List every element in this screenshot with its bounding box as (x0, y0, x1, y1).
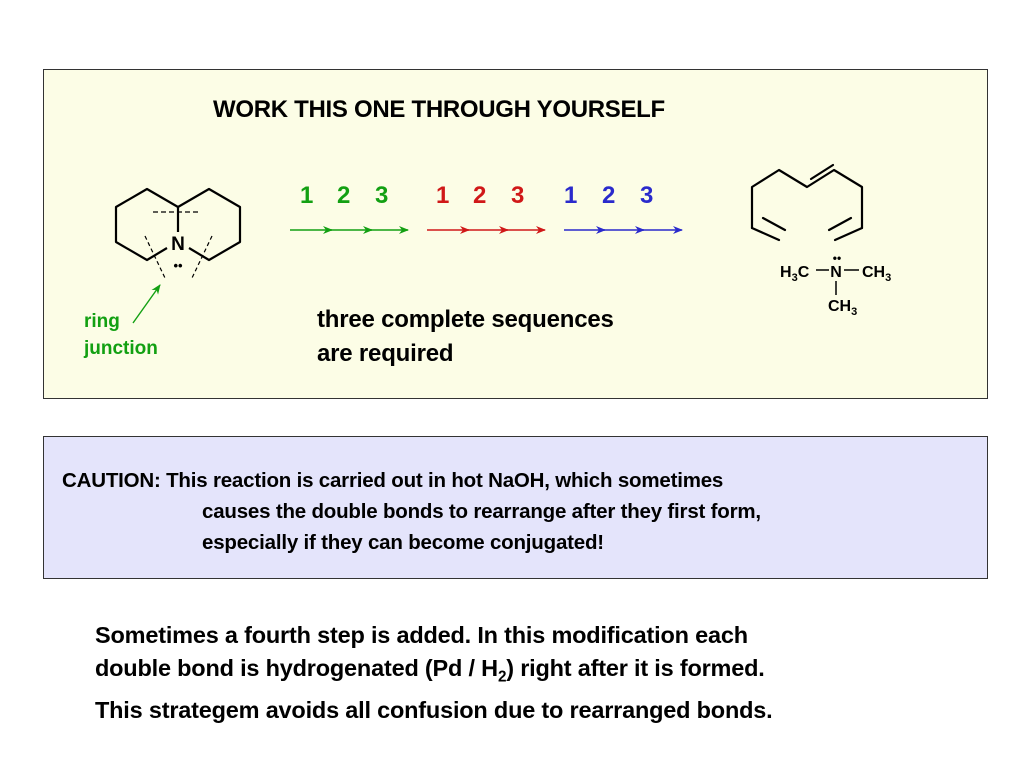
green-step-2: 2 (337, 182, 351, 209)
red-step-1: 1 (436, 182, 450, 209)
blue-step-1: 1 (564, 182, 578, 209)
bottom-line-2: double bond is hydrogenated (Pd / H2) ri… (95, 655, 765, 686)
green-step-3: 3 (375, 182, 389, 209)
sequence-note: three complete sequences are required (317, 306, 614, 367)
bottom-paragraph: Sometimes a fourth step is added. In thi… (95, 622, 773, 723)
caution-text: CAUTION: This reaction is carried out in… (62, 469, 761, 554)
caution-panel (43, 436, 988, 579)
red-step-3: 3 (511, 182, 525, 209)
panel-title: WORK THIS ONE THROUGH YOURSELF (213, 96, 665, 123)
red-step-2: 2 (473, 182, 487, 209)
ring-junction-label: ring junction (84, 311, 158, 359)
blue-step-2: 2 (602, 182, 616, 209)
blue-step-3: 3 (640, 182, 654, 209)
green-step-1: 1 (300, 182, 314, 209)
